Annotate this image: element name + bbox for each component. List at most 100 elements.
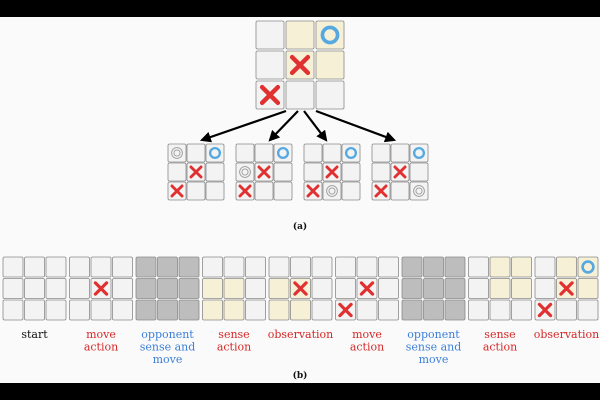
board-cell xyxy=(157,278,178,299)
board-cell xyxy=(390,143,410,163)
board-cell xyxy=(135,278,157,299)
board-cell xyxy=(157,256,178,278)
candidate-board xyxy=(235,143,293,201)
board-cell xyxy=(202,278,223,299)
board-cell xyxy=(468,278,489,299)
x-mark-icon xyxy=(559,281,574,296)
step-board xyxy=(335,256,399,321)
board-cell xyxy=(235,162,255,182)
board-cell xyxy=(254,143,274,163)
board-cell xyxy=(401,299,423,321)
arrow-icon xyxy=(315,109,397,143)
o-possible-outer-icon xyxy=(239,166,251,178)
board-cell xyxy=(285,20,315,50)
board-cell xyxy=(423,299,444,321)
board-cell xyxy=(178,256,200,278)
board-cell xyxy=(409,181,429,201)
board-cell xyxy=(223,299,245,321)
board-cell xyxy=(90,256,112,278)
board-cell xyxy=(315,20,345,50)
candidate-board xyxy=(371,143,429,201)
candidate-board xyxy=(303,143,361,201)
board-cell xyxy=(378,278,399,299)
board-cell xyxy=(24,299,45,321)
board-cell xyxy=(556,299,577,321)
step-label-line: sense and xyxy=(140,341,196,354)
board-cell xyxy=(273,162,293,182)
board-cell xyxy=(511,256,532,278)
board-cell xyxy=(322,143,342,163)
o-mark-icon xyxy=(581,260,595,274)
step-label-line: action xyxy=(217,341,251,354)
step-label-line: move xyxy=(153,353,183,366)
board-cell xyxy=(577,299,599,321)
o-possible-inner-icon xyxy=(328,187,336,195)
board-cell xyxy=(254,181,274,201)
board-cell xyxy=(290,299,311,321)
board-cell xyxy=(311,299,333,321)
board-cell xyxy=(167,143,187,163)
board-cell xyxy=(69,278,90,299)
board-cell xyxy=(178,299,200,321)
board-cell xyxy=(157,299,178,321)
board-cell xyxy=(303,143,323,163)
x-mark-icon xyxy=(289,54,311,76)
board-cell xyxy=(341,143,361,163)
board-cell xyxy=(409,143,429,163)
board-cell xyxy=(202,256,223,278)
board-cell xyxy=(371,143,391,163)
board-cell xyxy=(534,256,556,278)
x-mark-icon xyxy=(170,184,184,198)
board-cell xyxy=(322,181,342,201)
arrow-icon xyxy=(199,109,287,143)
board-cell xyxy=(489,256,511,278)
board-cell xyxy=(444,278,466,299)
board-cell xyxy=(356,299,378,321)
board-cell xyxy=(335,278,356,299)
step-label-line: sense xyxy=(484,328,515,341)
board-cell xyxy=(401,278,423,299)
board-cell xyxy=(423,256,444,278)
board-cell xyxy=(335,256,356,278)
x-mark-icon xyxy=(393,165,407,179)
board-cell xyxy=(69,299,90,321)
o-mark-icon xyxy=(276,146,290,160)
board-cell xyxy=(45,299,67,321)
board-cell xyxy=(378,256,399,278)
x-mark-icon xyxy=(189,165,203,179)
step-label-line: start xyxy=(21,328,48,341)
board-cell xyxy=(290,256,311,278)
board-cell xyxy=(534,278,556,299)
step-board xyxy=(268,256,333,321)
o-possible-inner-icon xyxy=(415,187,423,195)
board-cell xyxy=(303,162,323,182)
x-mark-icon xyxy=(537,302,553,318)
board-cell xyxy=(390,181,410,201)
o-possible-outer-icon xyxy=(413,185,425,197)
step-board xyxy=(69,256,133,321)
board-cell xyxy=(273,143,293,163)
step-label: start xyxy=(21,328,48,341)
board-cell xyxy=(245,278,266,299)
o-possible-inner-icon xyxy=(241,168,249,176)
x-mark-icon xyxy=(293,281,308,296)
step-label-line: observation xyxy=(534,328,600,341)
board-cell xyxy=(311,278,333,299)
board-cell xyxy=(423,278,444,299)
step-board xyxy=(534,256,599,321)
board-cell xyxy=(273,181,293,201)
caption-a: (a) xyxy=(293,221,307,232)
board-cell xyxy=(401,256,423,278)
board-cell xyxy=(255,20,285,50)
step-label-line: sense and xyxy=(406,341,462,354)
board-cell xyxy=(315,50,345,80)
sequence-step: observation xyxy=(268,256,333,341)
board-cell xyxy=(112,299,133,321)
step-board xyxy=(2,256,67,321)
